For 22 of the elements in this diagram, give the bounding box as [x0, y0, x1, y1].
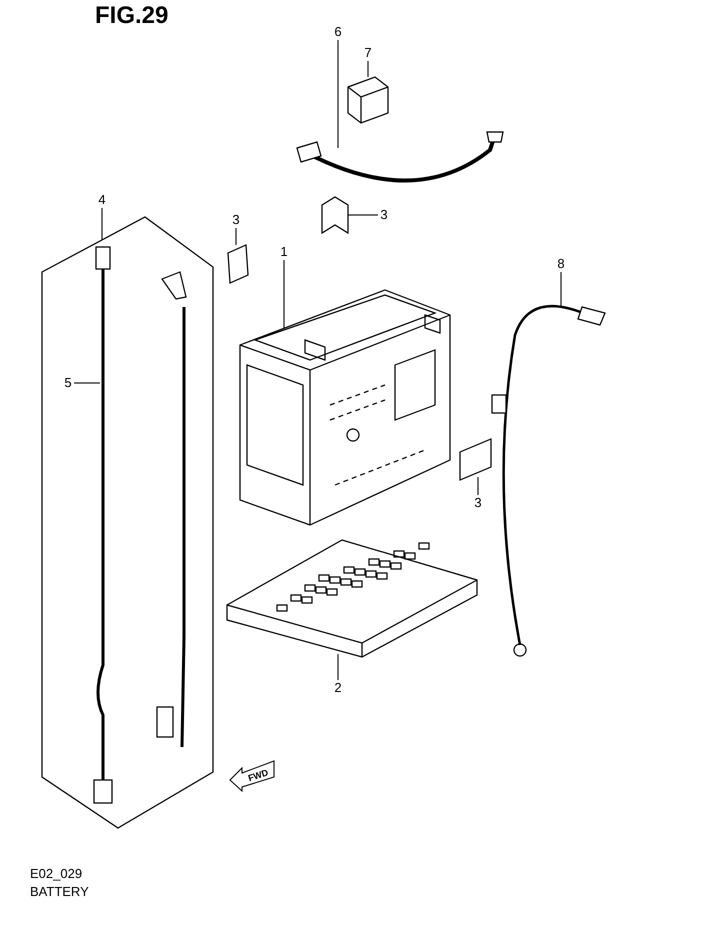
callout-number: 6 — [332, 24, 344, 40]
leader-line — [560, 272, 562, 306]
leader-line — [74, 382, 100, 384]
callout-number: 5 — [62, 375, 74, 391]
fwd-arrow-icon: FWD — [229, 760, 274, 792]
callout-number: 7 — [362, 45, 374, 61]
caption: BATTERY — [30, 884, 89, 899]
pad-drawing — [320, 195, 350, 235]
figure-code: E02_029 — [30, 866, 82, 881]
kit-frame — [42, 217, 214, 829]
callout-number: 1 — [278, 244, 290, 260]
pad-drawing — [458, 437, 493, 482]
callout-number: 8 — [555, 256, 567, 272]
figure-title: FIG.29 — [95, 2, 168, 30]
callout-number: 2 — [332, 680, 344, 696]
terminal-cover-drawing — [345, 75, 390, 125]
callout-number: 3 — [378, 207, 390, 223]
callout-number: 3 — [230, 212, 242, 228]
callout-number: 3 — [472, 495, 484, 511]
callout-number: 4 — [96, 192, 108, 208]
leader-line — [348, 214, 378, 216]
pad-drawing — [226, 243, 250, 285]
